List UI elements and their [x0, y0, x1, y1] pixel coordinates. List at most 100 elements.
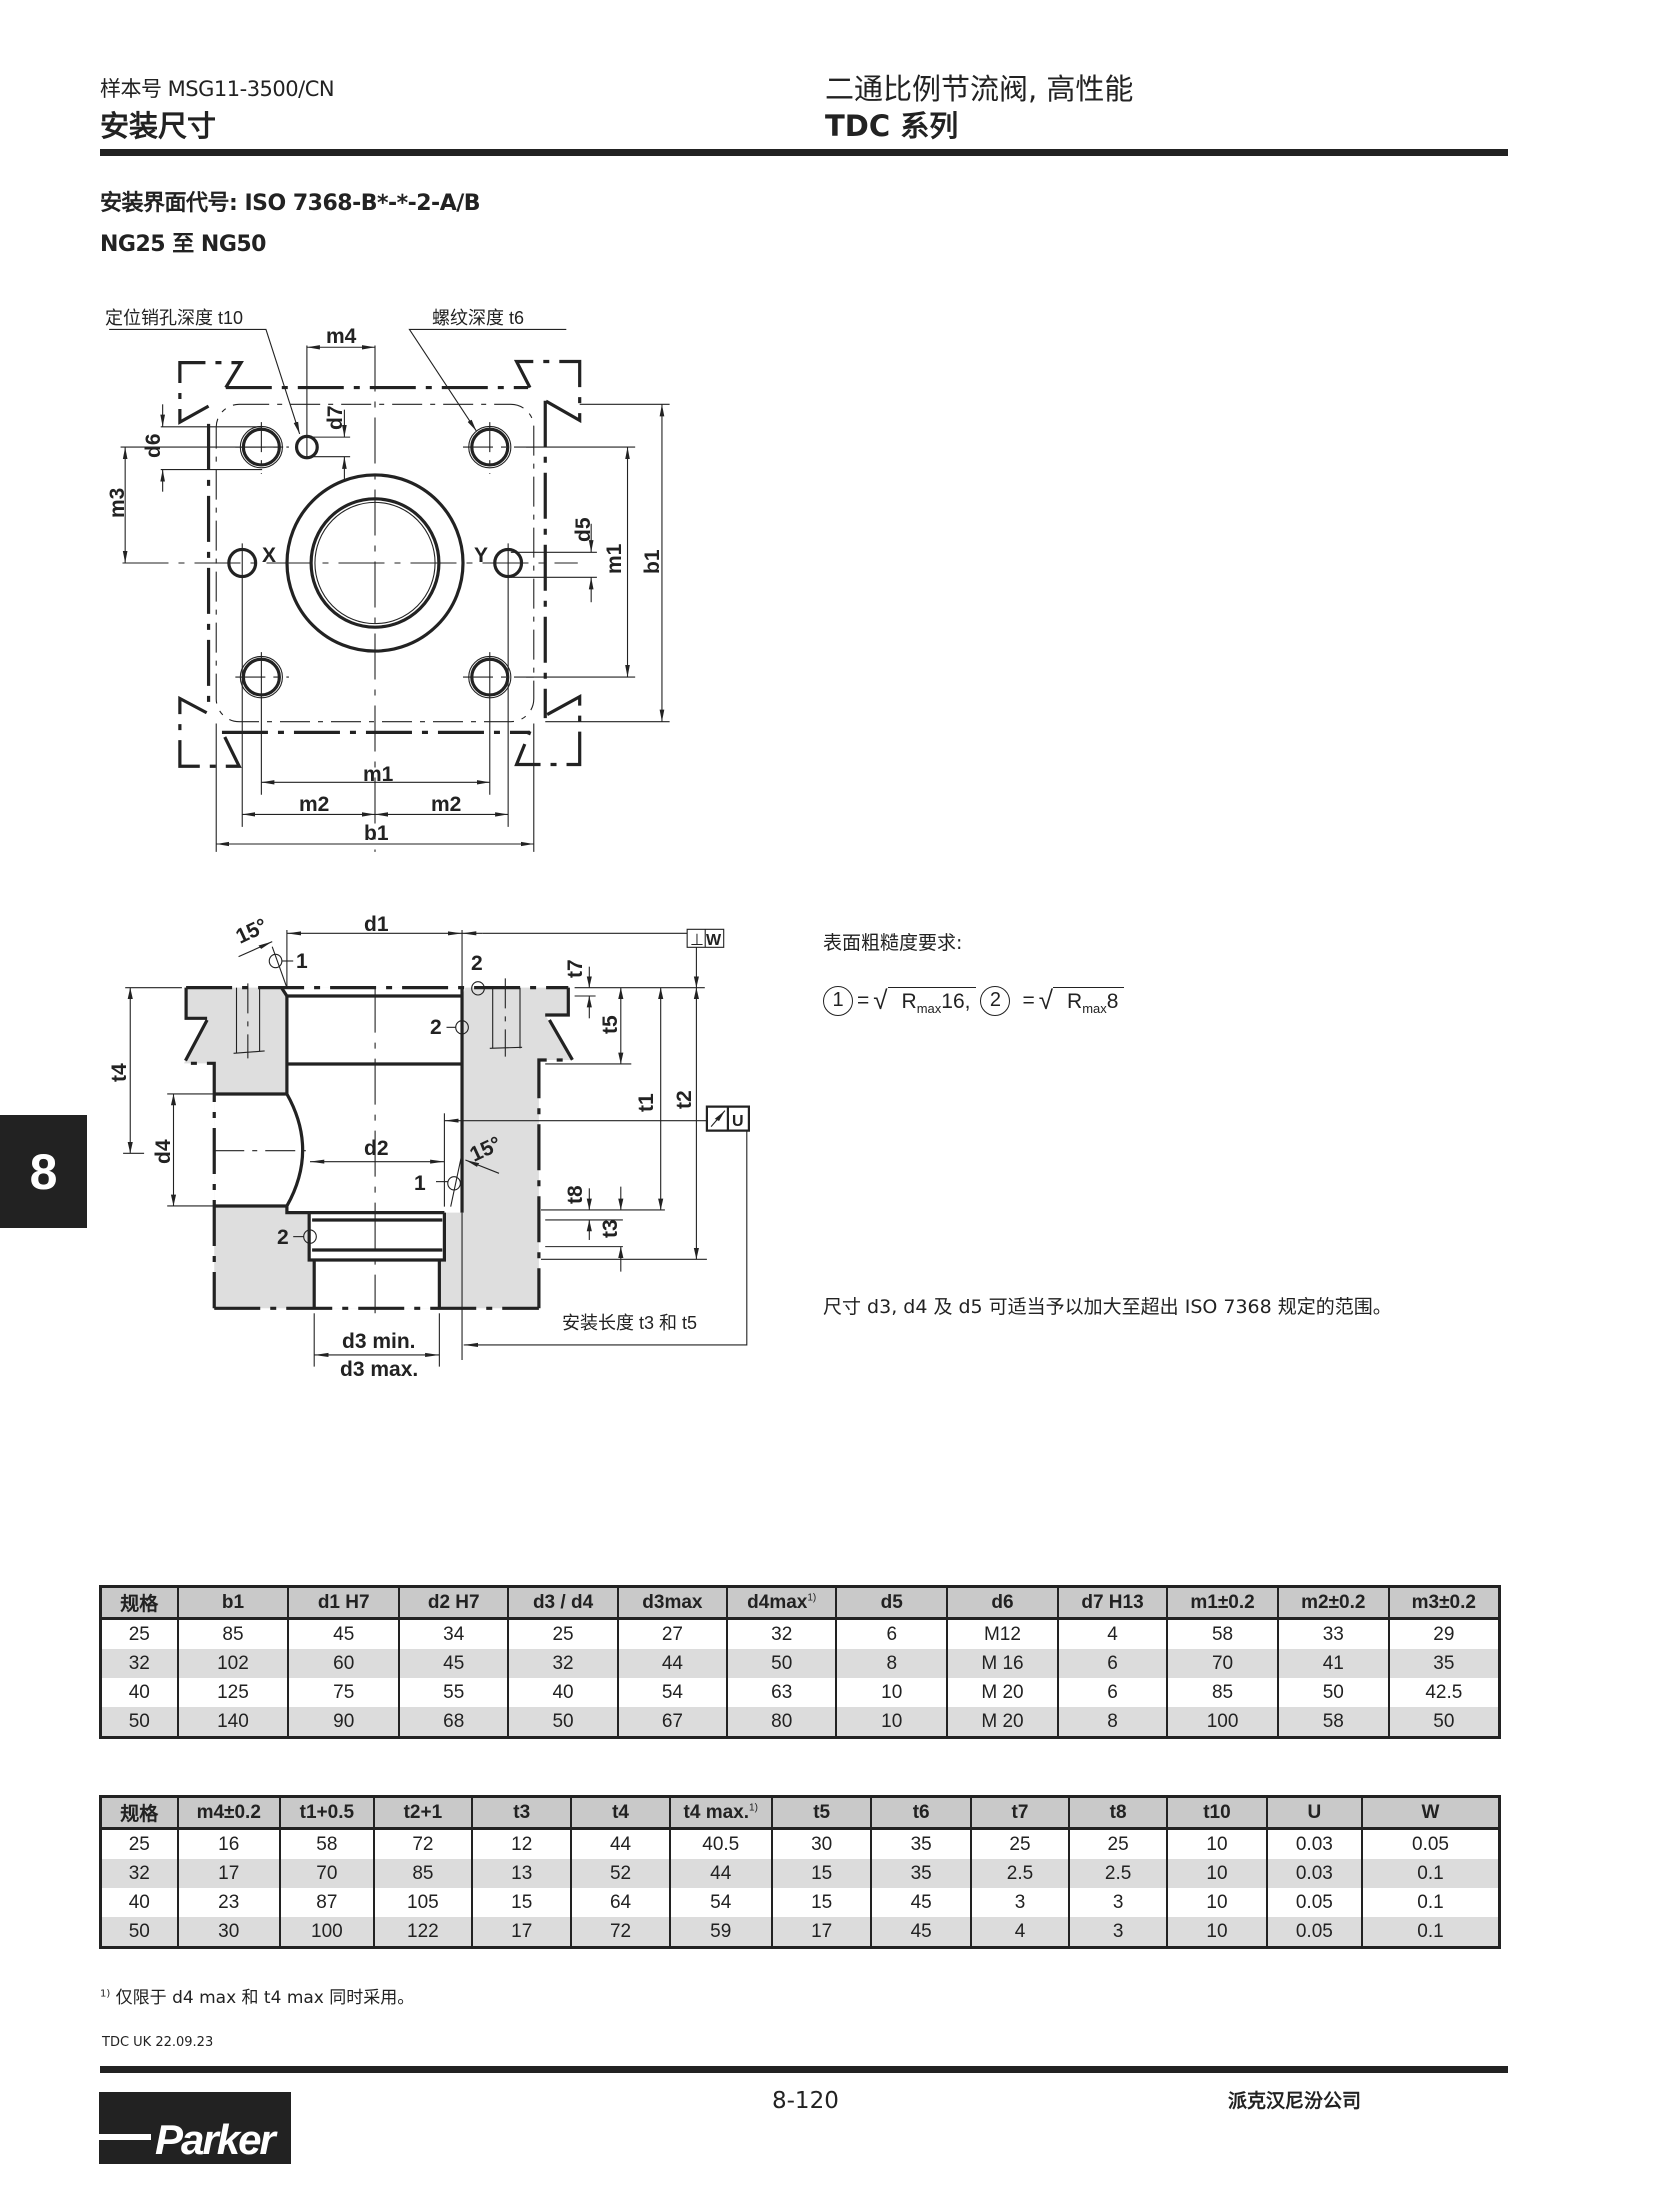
b1-horizontal-label: b1 — [364, 822, 389, 845]
company-name: 派克汉尼汾公司 — [1228, 2090, 1362, 2112]
table-cell: 35 — [870, 1859, 971, 1888]
port-x-label: X — [262, 544, 276, 567]
column-header-text: d3 / d4 — [532, 1591, 594, 1613]
d5-label: d5 — [572, 517, 595, 542]
table-cell: 44 — [616, 1649, 728, 1678]
port-y-label: Y — [474, 544, 488, 567]
table-cell: 6 — [1056, 1649, 1168, 1678]
column-header: d1 H7 — [287, 1586, 400, 1620]
column-header-text: t6 — [912, 1801, 930, 1823]
side-port-contour — [287, 1094, 303, 1206]
table-cell: 4 — [1056, 1618, 1168, 1649]
column-header: d6 — [946, 1586, 1058, 1620]
roughness-value-2: √ Rmax8 — [1039, 985, 1125, 1016]
cavity — [214, 987, 466, 1309]
surface-finish-icon: √ — [873, 985, 888, 1015]
column-header: t8 — [1068, 1796, 1168, 1830]
t4-label: t4 — [108, 1063, 131, 1082]
table-cell: 2.5 — [1068, 1859, 1168, 1888]
table-cell: 102 — [176, 1649, 289, 1678]
column-header-text: t4 max. — [683, 1801, 750, 1823]
table-cell: 17 — [470, 1917, 572, 1948]
table-cell: 75 — [287, 1678, 400, 1707]
column-header: d5 — [835, 1586, 948, 1620]
column-header-text: t7 — [1011, 1801, 1029, 1823]
table-cell: 50 — [1276, 1678, 1389, 1707]
column-header-text: t5 — [813, 1801, 831, 1823]
table-cell: 45 — [398, 1649, 509, 1678]
column-header-text: d4max — [747, 1591, 808, 1613]
t10-note: 定位销孔深度 t10 — [105, 308, 243, 328]
table-cell: 58 — [278, 1828, 374, 1859]
table-cell: 0.1 — [1361, 1859, 1500, 1888]
table-cell: 44 — [570, 1828, 670, 1859]
table-cell: 35 — [870, 1828, 971, 1859]
table-cell: 13 — [470, 1859, 572, 1888]
table-cell: 70 — [1166, 1649, 1278, 1678]
column-header: t4 max.1) — [668, 1796, 772, 1830]
table-cell: 2.5 — [969, 1859, 1070, 1888]
column-header-text: b1 — [221, 1591, 245, 1613]
table-cell: 125 — [176, 1678, 289, 1707]
m2-left-label: m2 — [299, 793, 329, 816]
bore-top — [281, 988, 462, 996]
section-title: 安装尺寸 — [100, 109, 217, 143]
table-cell: 68 — [398, 1707, 509, 1738]
install-length-note: 安装长度 t3 和 t5 — [562, 1313, 697, 1333]
table-cell: 17 — [770, 1917, 872, 1948]
t8-label: t8 — [564, 1185, 587, 1204]
table-cell: 27 — [616, 1618, 728, 1649]
column-header: t3 — [470, 1796, 572, 1830]
column-header: t6 — [870, 1796, 971, 1830]
d1-label: d1 — [364, 913, 389, 936]
corner-top-right — [517, 362, 580, 421]
table-cell: 59 — [668, 1917, 772, 1948]
roughness-value-1: √ Rmax16, — [873, 985, 977, 1016]
table-cell: 0.03 — [1265, 1828, 1363, 1859]
table-cell: 30 — [176, 1917, 280, 1948]
table-cell: 85 — [1166, 1678, 1278, 1707]
logo-wordmark: Parker — [155, 2116, 278, 2163]
table-cell: 70 — [278, 1859, 374, 1888]
column-header-text: m4±0.2 — [196, 1801, 261, 1823]
column-header: d3max — [616, 1586, 728, 1620]
table-cell: 15 — [770, 1859, 872, 1888]
surface-finish-icon: √ — [1038, 985, 1054, 1015]
bolt-holes — [235, 422, 533, 795]
corner-bottom-right — [517, 697, 580, 765]
table-cell: 0.1 — [1361, 1888, 1500, 1917]
column-header-text: U — [1307, 1801, 1322, 1823]
document-code: TDC UK 22.09.23 — [102, 2035, 214, 2050]
table-cell: 4 — [969, 1917, 1070, 1948]
table-cell: M 20 — [946, 1707, 1058, 1738]
d4-label: d4 — [152, 1139, 175, 1164]
table-cell: 35 — [1387, 1649, 1500, 1678]
table-cell: M 20 — [946, 1678, 1058, 1707]
column-header-text: d3max — [642, 1591, 703, 1613]
table-cell: 100 — [1166, 1707, 1278, 1738]
footnote: 1) 仅限于 d4 max 和 t4 max 同时采用。 — [100, 1983, 414, 2008]
table-cell: 44 — [668, 1859, 772, 1888]
section-view — [123, 929, 749, 1366]
table-cell: 34 — [398, 1618, 509, 1649]
table-cell: 25 — [1068, 1828, 1168, 1859]
column-header: W — [1361, 1796, 1500, 1830]
table-cell: 10 — [835, 1678, 948, 1707]
table-cell: 42.5 — [1387, 1678, 1500, 1707]
table-cell: 0.05 — [1265, 1888, 1363, 1917]
table-cell: 122 — [372, 1917, 472, 1948]
m1-horizontal-label: m1 — [363, 763, 394, 786]
table-cell: 8 — [1056, 1707, 1168, 1738]
table-cell: 40.5 — [668, 1828, 772, 1859]
table-cell: 64 — [570, 1888, 670, 1917]
table-cell: 50 — [1387, 1707, 1500, 1738]
table-cell: 32 — [99, 1649, 178, 1678]
column-header: m2±0.2 — [1276, 1586, 1389, 1620]
marker-1-label-top: 1 — [296, 950, 308, 973]
roughness-marker-2-top — [472, 982, 485, 995]
corner-top-left — [180, 363, 241, 423]
column-header: b1 — [176, 1586, 289, 1620]
b1-vertical-label: b1 — [641, 549, 664, 574]
table-cell: 10 — [835, 1707, 948, 1738]
